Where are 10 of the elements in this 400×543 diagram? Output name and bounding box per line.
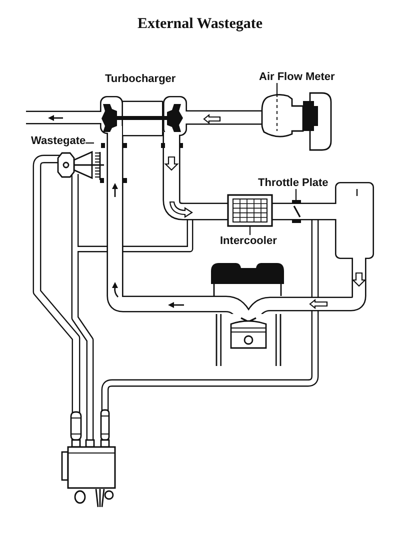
part-label: Air Flow Meter [259,71,335,83]
leader-line [249,226,251,235]
leader-line [86,142,94,144]
part-label: Intercooler [220,235,277,247]
part-label: Wastegate [31,135,86,147]
leader-line [295,189,297,200]
part-label: Throttle Plate [258,177,328,189]
leader-line [276,83,278,97]
part-label: Turbocharger [105,73,176,85]
diagram-title: External Wastegate [137,15,263,33]
